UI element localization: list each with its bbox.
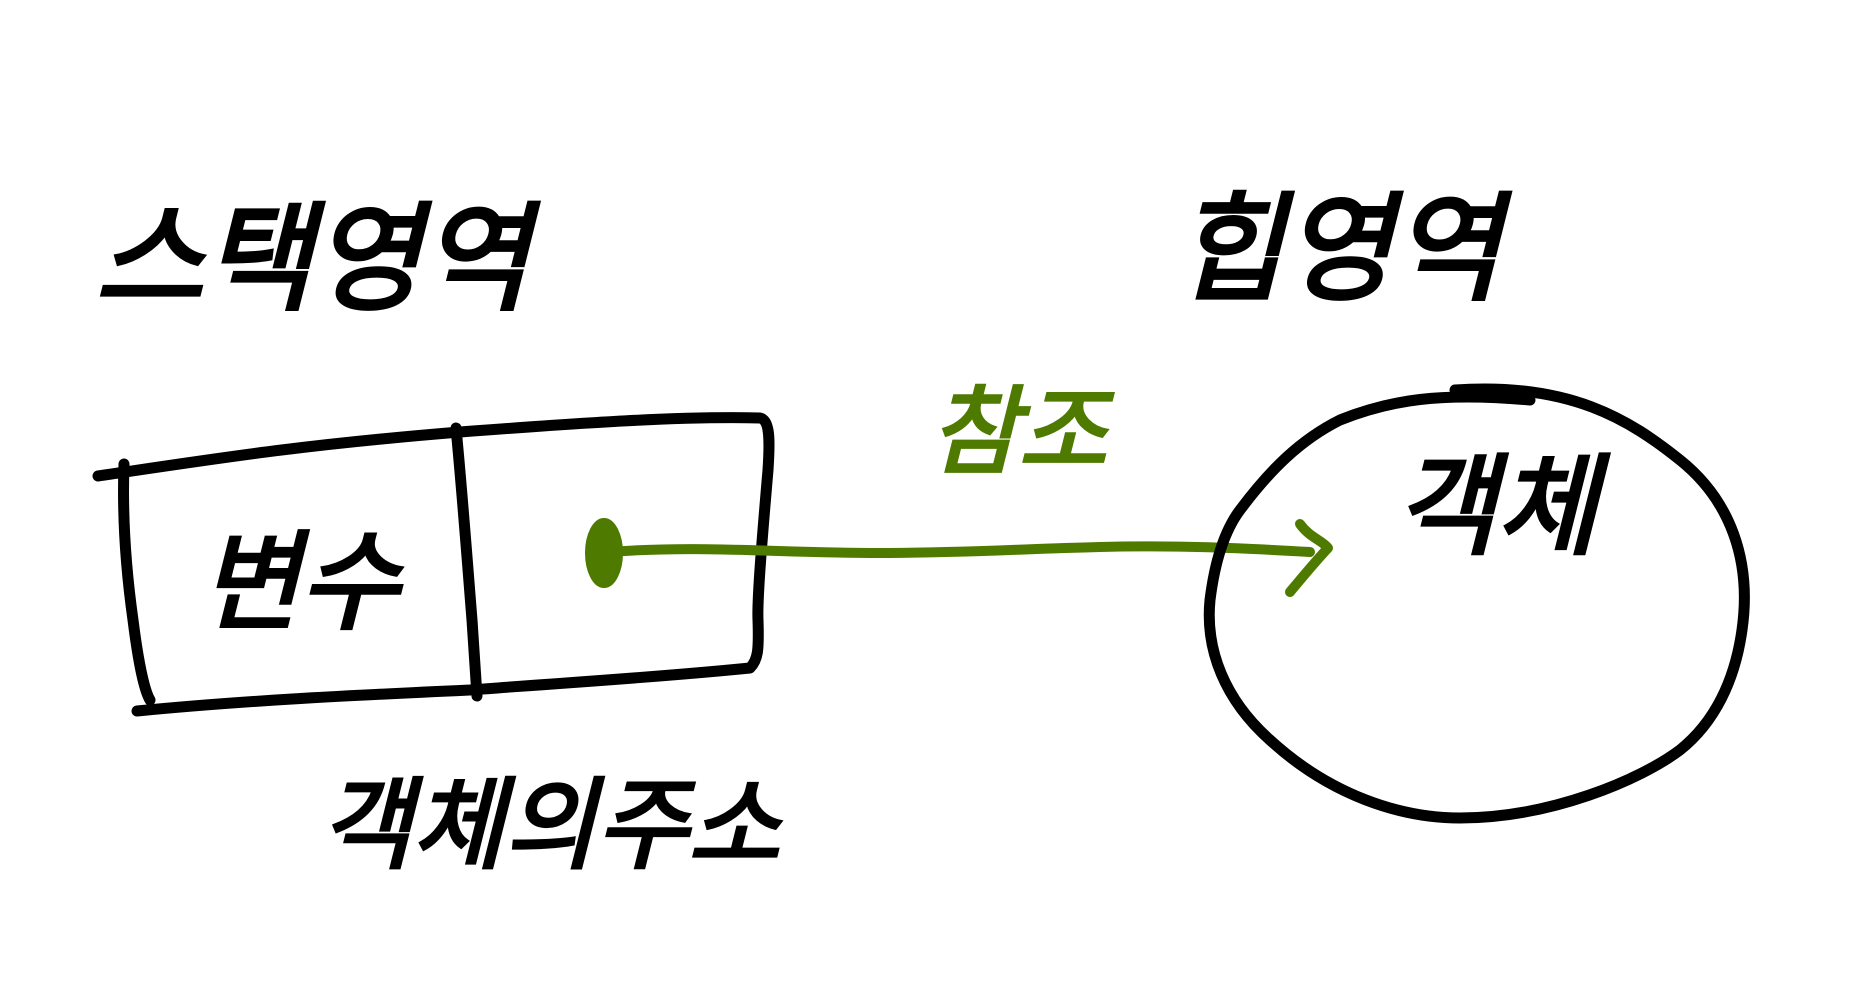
reference-arrow-head bbox=[1285, 519, 1333, 597]
heap-object-circle bbox=[1203, 383, 1750, 824]
stack-frame-box bbox=[92, 412, 775, 717]
stack-frame-left-edge bbox=[117, 458, 156, 706]
address-label: 객체의주소 bbox=[320, 767, 784, 884]
stack-cell-divider bbox=[450, 422, 483, 702]
reference-arrow bbox=[605, 541, 1315, 558]
heap-area-title: 힙영역 bbox=[1175, 180, 1513, 318]
reference-label: 참조 bbox=[930, 376, 1115, 488]
stack-area-title: 스택영역 bbox=[95, 190, 542, 328]
object-label: 객체 bbox=[1395, 443, 1611, 571]
variable-label: 변수 bbox=[200, 521, 405, 646]
